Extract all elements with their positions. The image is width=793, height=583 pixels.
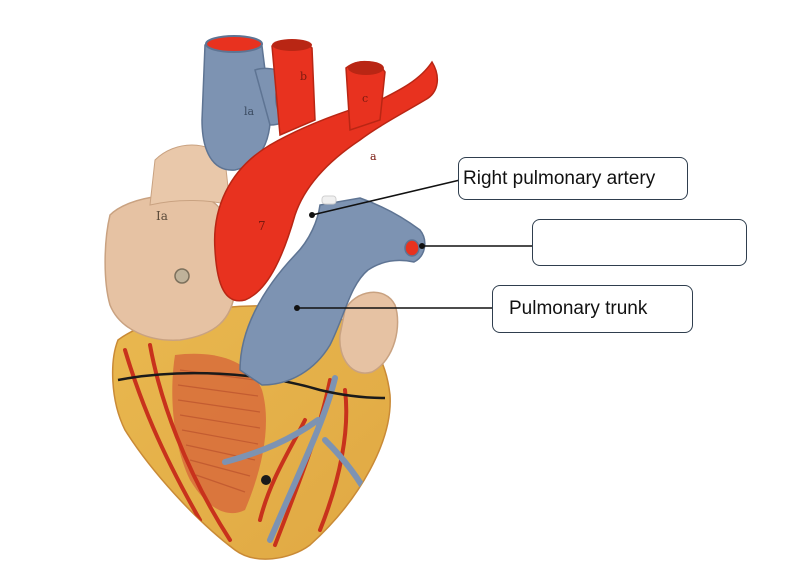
aorta-tag: 7 [258, 219, 266, 233]
arch-a-tag: a [370, 150, 377, 163]
label-right-pulmonary-artery: Right pulmonary artery [458, 157, 688, 200]
leader-lines [297, 179, 532, 309]
atrium-screw [174, 268, 190, 284]
leader-line-rpa [311, 179, 461, 216]
label-blank-answer-box[interactable] [532, 219, 747, 266]
label-pulmonary-trunk: Pulmonary trunk [492, 285, 693, 333]
pointer-dot-blank [419, 243, 425, 249]
model-screw [261, 475, 271, 485]
label-right-pulmonary-artery-text: Right pulmonary artery [463, 167, 656, 189]
atrium-tag: Ia [156, 209, 168, 223]
superior-vena-cava [201, 39, 271, 171]
svc-tag: la [244, 105, 255, 118]
aortic-arch-branch-1 [271, 41, 316, 137]
label-pulmonary-trunk-text: Pulmonary trunk [509, 298, 648, 319]
branch-1-opening [272, 39, 312, 51]
right-atrium [104, 194, 237, 341]
left-auricle [339, 291, 399, 374]
pointer-dot-pt [294, 305, 300, 311]
pointer-dot-rpa [309, 212, 315, 218]
branch-2-opening [348, 61, 384, 75]
branch-c-tag: c [362, 92, 368, 105]
svc-opening [205, 35, 263, 53]
ventricles [111, 305, 391, 560]
aorta [213, 60, 439, 302]
pulmonary-artery-opening [404, 239, 420, 257]
coronary-groove-line [117, 371, 386, 400]
branch-b-tag: b [300, 70, 307, 83]
white-pin [321, 195, 337, 205]
leader-dots [294, 212, 425, 311]
